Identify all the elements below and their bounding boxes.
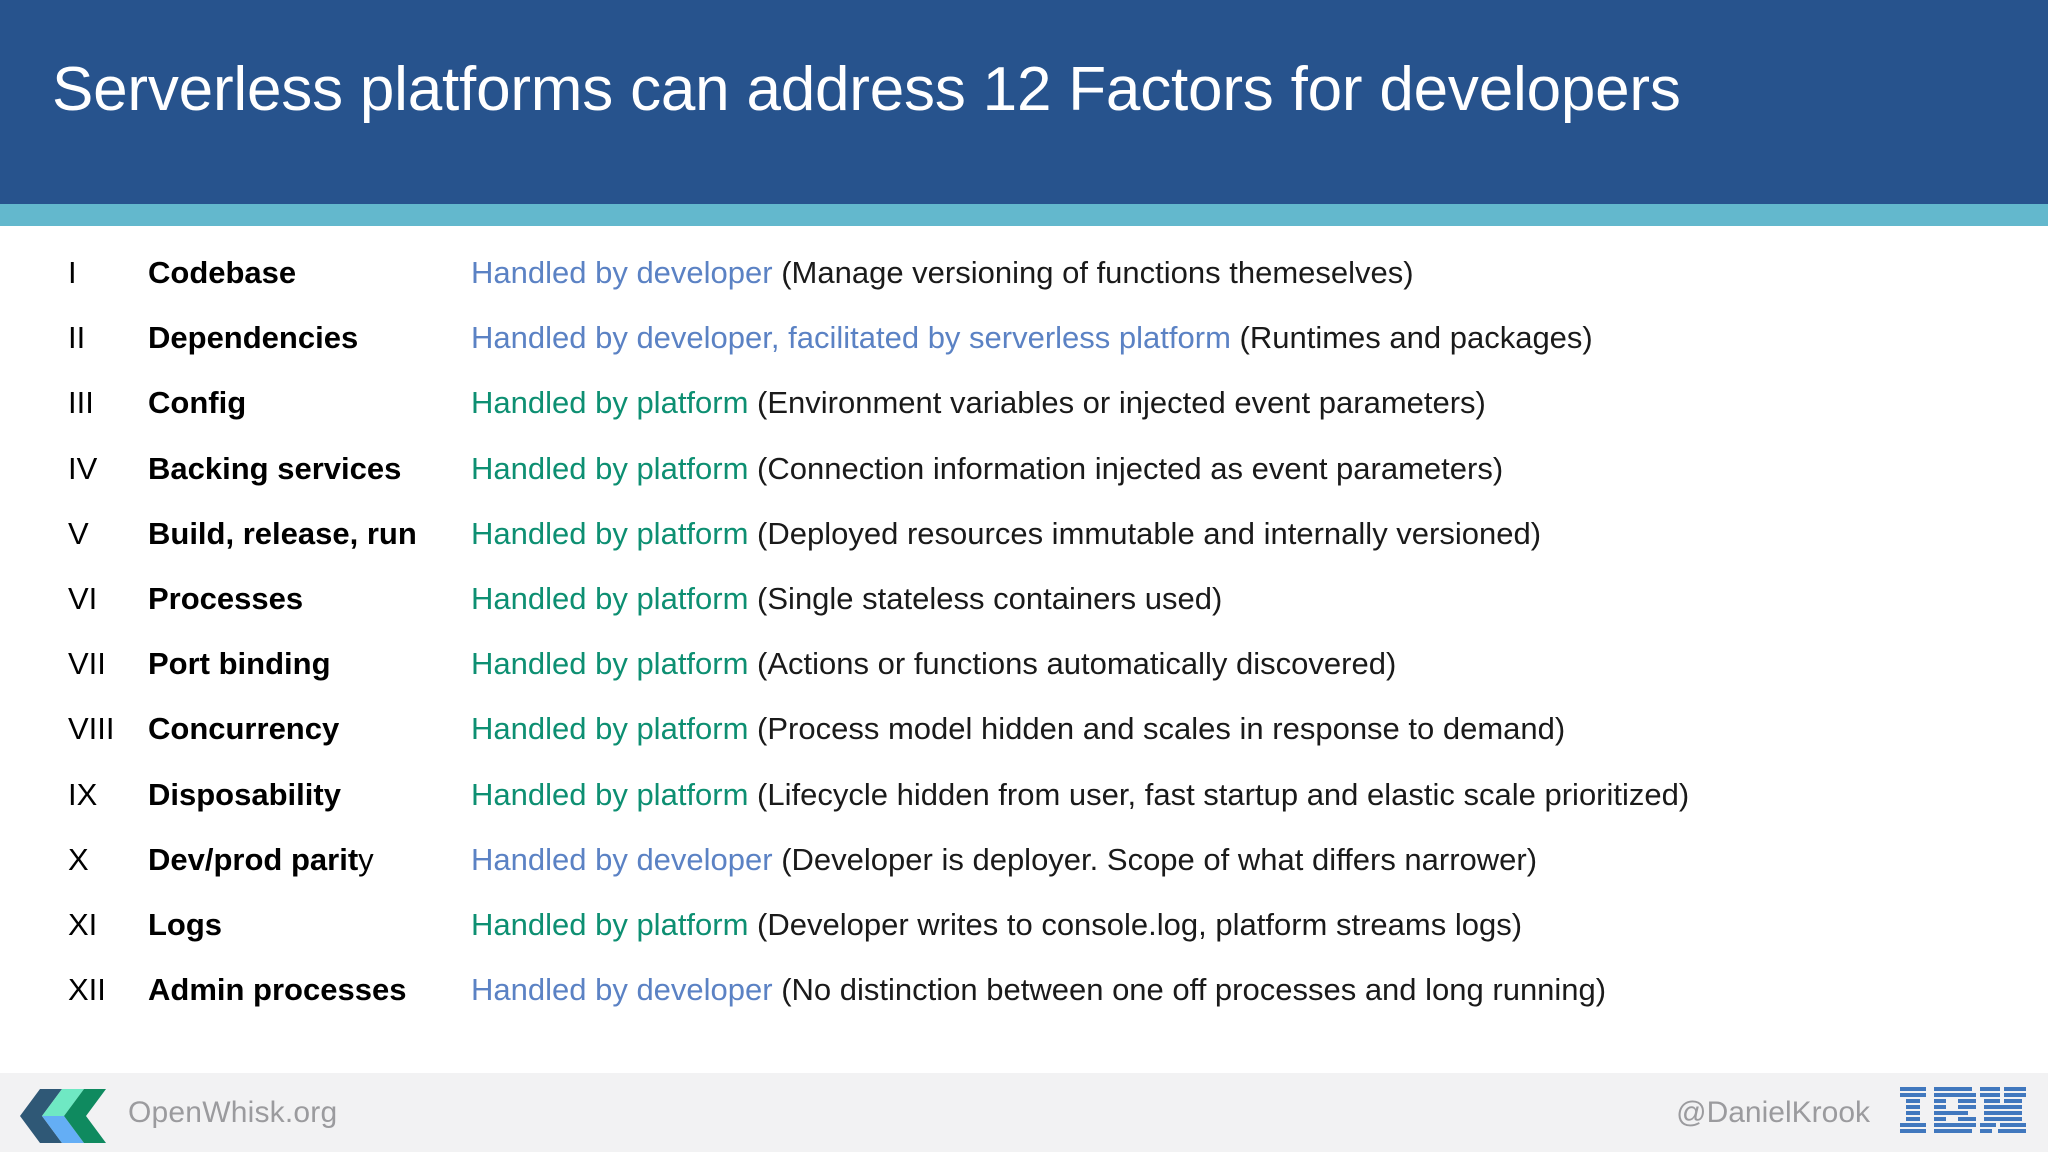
factor-numeral: IV (68, 450, 98, 486)
factor-detail: (Lifecycle hidden from user, fast startu… (748, 776, 1690, 812)
factor-numeral: IX (68, 776, 98, 812)
factor-detail: (Connection information injected as even… (748, 450, 1504, 486)
factor-name-main: Config (148, 385, 247, 421)
factor-detail: (Single stateless containers used) (748, 580, 1223, 616)
factor-description: Handled by platform (Single stateless co… (471, 577, 1222, 621)
factor-row: XI Logs Handled by platform (Developer wri… (0, 903, 2048, 968)
factor-name: Codebase (148, 251, 296, 295)
factor-description: Handled by platform (Actions or function… (471, 642, 1396, 686)
factor-row: VI Processes Handled by platform (Single s… (0, 577, 2048, 642)
header-band (0, 0, 2048, 204)
factor-numeral: VIII (68, 711, 115, 747)
factor-name-suffix: y (358, 841, 374, 877)
footer-right-group: @DanielKrook (1676, 1077, 2026, 1149)
factor-name: Backing services (148, 447, 401, 491)
factor-row: X Dev/prod parity Handled by developer (De… (0, 838, 2048, 903)
factor-description: Handled by platform (Lifecycle hidden fr… (471, 773, 1689, 817)
factor-name: Port binding (148, 642, 331, 686)
factor-description: Handled by developer (Developer is deplo… (471, 838, 1537, 882)
factor-handler-platform: Handled by platform (471, 385, 749, 421)
factor-numeral: XI (68, 906, 98, 942)
factor-handler-platform: Handled by platform (471, 515, 749, 551)
factor-name: Logs (148, 903, 222, 947)
factor-description: Handled by platform (Process model hidde… (471, 707, 1565, 751)
factor-detail: (Developer is deployer. Scope of what di… (772, 841, 1538, 877)
openwhisk-logo-icon (18, 1082, 110, 1144)
factor-name-main: Build, release, run (148, 515, 417, 551)
factor-description: Handled by platform (Deployed resources … (471, 512, 1541, 556)
factor-description: Handled by developer, facilitated by ser… (471, 316, 1593, 360)
factor-handler-platform: Handled by platform (471, 776, 749, 812)
factor-name-main: Dev/prod parit (148, 841, 359, 877)
factor-description: Handled by platform (Connection informat… (471, 447, 1503, 491)
factor-row: IX Disposability Handled by platform (Life… (0, 773, 2048, 838)
factor-numeral: III (68, 385, 94, 421)
factor-name-main: Admin processes (148, 972, 407, 1008)
factor-row: VII Port binding Handled by platform (Acti… (0, 642, 2048, 707)
factor-description: Handled by developer (No distinction bet… (471, 968, 1606, 1012)
factor-name-main: Dependencies (148, 320, 359, 356)
factor-numeral: XII (68, 972, 106, 1008)
factor-name-main: Disposability (148, 776, 341, 812)
factor-name: Concurrency (148, 707, 339, 751)
factor-handler-developer: Handled by developer (471, 255, 773, 290)
factor-row: IV Backing services Handled by platform (C… (0, 447, 2048, 512)
factor-name: Admin processes (148, 968, 406, 1012)
factor-name-main: Codebase (148, 255, 297, 290)
factor-name: Dev/prod parity (148, 838, 374, 882)
factor-handler-platform: Handled by platform (471, 580, 749, 616)
ibm-logo-icon (1900, 1087, 2026, 1139)
factor-row: VIII Concurrency Handled by platform (Proc… (0, 707, 2048, 772)
factor-detail: (Manage versioning of functions themesel… (772, 255, 1414, 290)
factor-description: Handled by platform (Environment variabl… (471, 381, 1486, 425)
factor-name: Disposability (148, 773, 341, 817)
factor-detail: (Process model hidden and scales in resp… (748, 711, 1566, 747)
factor-name: Build, release, run (148, 512, 417, 556)
factor-name: Dependencies (148, 316, 358, 360)
factor-detail: (Actions or functions automatically disc… (748, 646, 1397, 682)
factor-numeral: I (68, 255, 77, 290)
factor-numeral: VII (68, 646, 106, 682)
factor-handler-platform: Handled by platform (471, 450, 749, 486)
factor-numeral: X (68, 841, 89, 877)
factor-name-main: Concurrency (148, 711, 340, 747)
factor-name-main: Backing services (148, 450, 402, 486)
factor-detail: (Runtimes and packages) (1230, 320, 1593, 356)
page-title: Serverless platforms can address 12 Fact… (52, 55, 1681, 124)
factor-handler-platform: Handled by platform (471, 646, 749, 682)
factor-handler-developer: Handled by developer (471, 972, 773, 1008)
factor-row: XII Admin processes Handled by developer (… (0, 968, 2048, 1033)
factor-row: II Dependencies Handled by developer, faci… (0, 316, 2048, 381)
factor-detail: (Developer writes to console.log, platfo… (748, 906, 1523, 942)
factor-numeral: II (68, 320, 86, 356)
factor-handler-developer: Handled by developer, facilitated by ser… (471, 320, 1231, 356)
footer-brand-label: OpenWhisk.org (128, 1096, 338, 1129)
factor-detail: (Environment variables or injected event… (748, 385, 1486, 421)
factor-handler-platform: Handled by platform (471, 906, 749, 942)
factor-numeral: VI (68, 580, 98, 616)
factor-name: Processes (148, 577, 303, 621)
factor-row: I Codebase Handled by developer (Manage ve… (0, 251, 2048, 316)
factor-handler-platform: Handled by platform (471, 711, 749, 747)
factor-description: Handled by developer (Manage versioning … (471, 251, 1414, 295)
factor-name-main: Port binding (148, 646, 331, 682)
factor-numeral: V (68, 515, 89, 551)
factor-name: Config (148, 381, 246, 425)
factor-row: III Config Handled by platform (Environmen… (0, 381, 2048, 446)
factor-name-main: Processes (148, 580, 304, 616)
factor-detail: (Deployed resources immutable and intern… (748, 515, 1542, 551)
footer-band (0, 1073, 2048, 1152)
header-accent-bar (0, 204, 2048, 226)
factor-row: V Build, release, run Handled by platform … (0, 512, 2048, 577)
factor-description: Handled by platform (Developer writes to… (471, 903, 1522, 947)
footer-left-group: OpenWhisk.org (18, 1077, 337, 1149)
factor-name-main: Logs (148, 906, 223, 942)
factor-handler-developer: Handled by developer (471, 841, 773, 877)
factor-detail: (No distinction between one off processe… (772, 972, 1607, 1008)
footer-handle-label: @DanielKrook (1676, 1096, 1870, 1129)
